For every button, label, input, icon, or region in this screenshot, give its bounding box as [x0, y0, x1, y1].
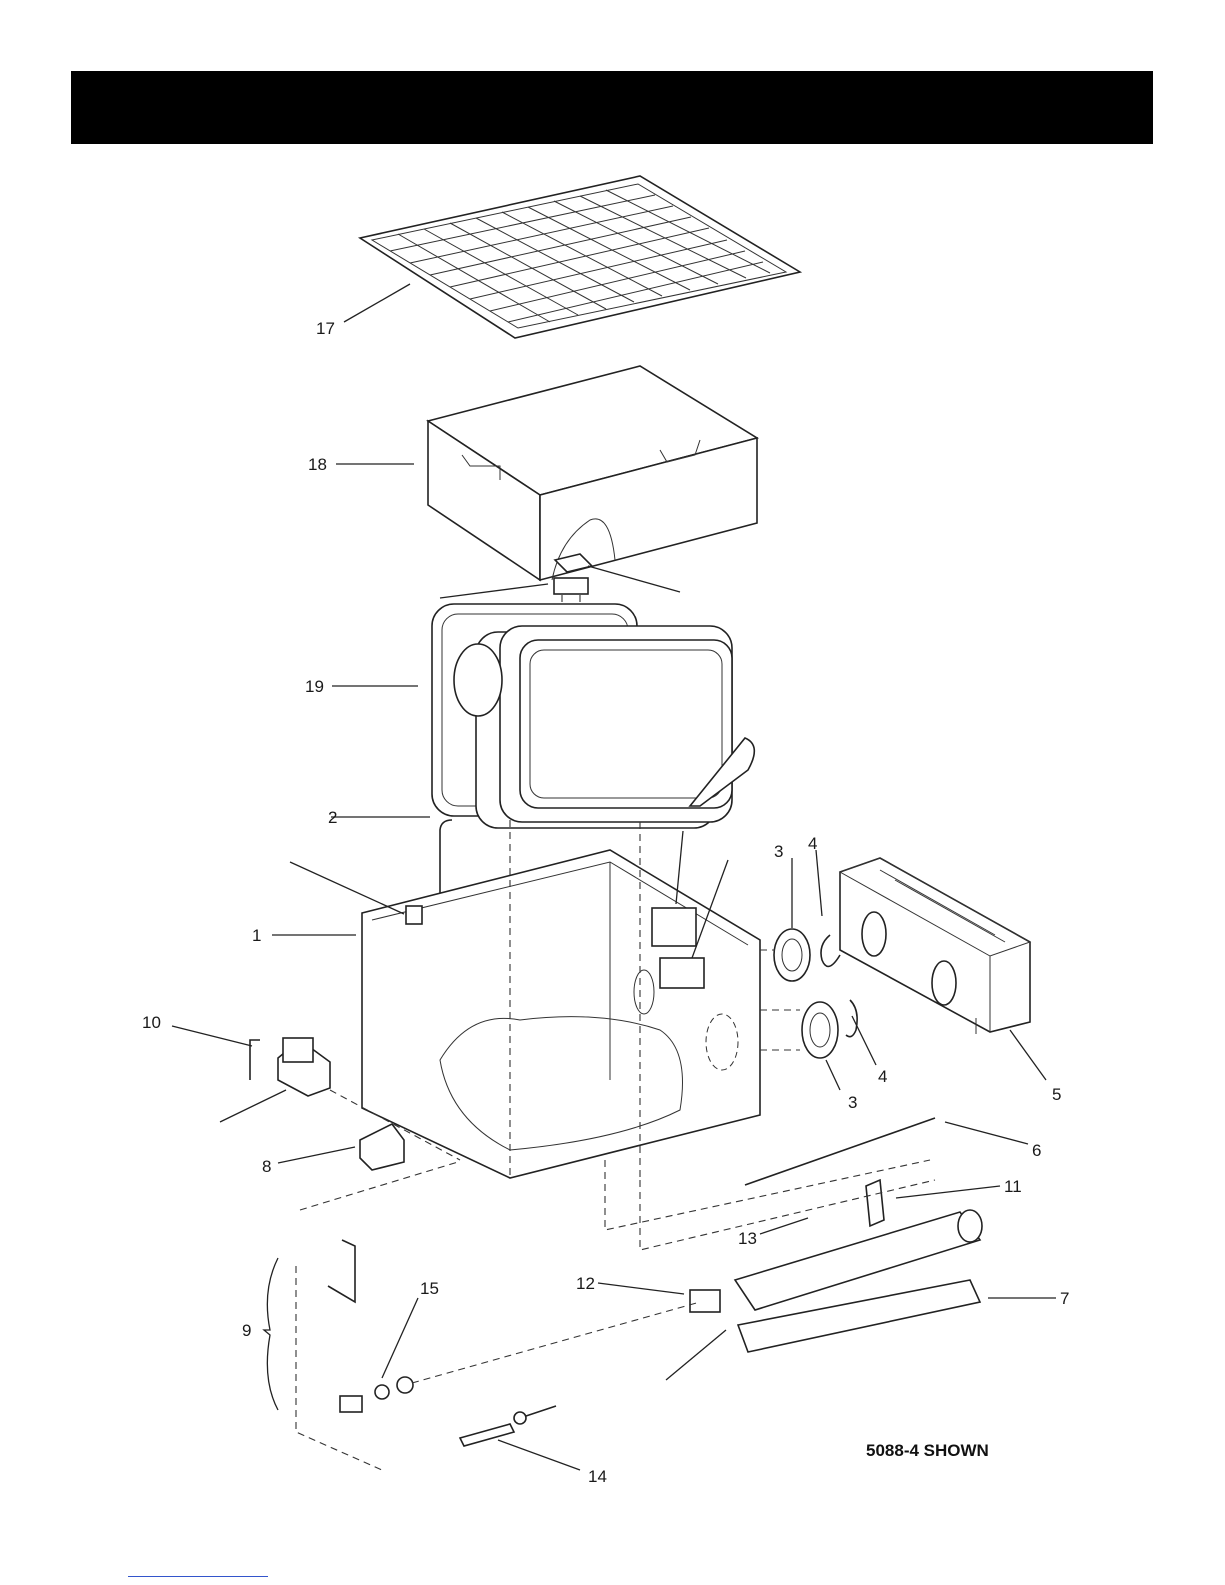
callout-5: 5 [1052, 1085, 1061, 1104]
part-14-thermocouple [460, 1406, 556, 1446]
burner-assembly [300, 1160, 982, 1352]
callout-4-lower: 4 [878, 1067, 887, 1086]
part-9-pilot-tube [264, 1240, 382, 1470]
callout-2: 2 [328, 808, 337, 827]
callout-19: 19 [305, 677, 324, 696]
part-1-base [362, 820, 760, 1180]
callout-7: 7 [1060, 1289, 1069, 1308]
footer-link-underline [128, 1576, 268, 1577]
callout-9: 9 [242, 1321, 251, 1340]
part-15-fitting [340, 1302, 700, 1412]
callout-3-upper: 3 [774, 842, 783, 861]
callout-10: 10 [142, 1013, 161, 1032]
callout-14: 14 [588, 1467, 607, 1486]
gas-valve [250, 1038, 330, 1096]
part-18-jacket-top [428, 366, 757, 580]
callout-12: 12 [576, 1274, 595, 1293]
callout-3-lower: 3 [848, 1093, 857, 1112]
part-17-grate [360, 176, 800, 338]
figure-caption: 5088-4 SHOWN [866, 1441, 989, 1460]
callout-17: 17 [316, 319, 335, 338]
part-19-heat-exchanger [432, 604, 754, 828]
callout-13: 13 [738, 1229, 757, 1248]
callout-1: 1 [252, 926, 261, 945]
callout-15: 15 [420, 1279, 439, 1298]
part-5-draft-hood [840, 858, 1030, 1034]
callout-11: 11 [1004, 1177, 1022, 1196]
callout-18: 18 [308, 455, 327, 474]
callout-6: 6 [1032, 1141, 1041, 1160]
callout-4-upper: 4 [808, 834, 817, 853]
callout-8: 8 [262, 1157, 271, 1176]
